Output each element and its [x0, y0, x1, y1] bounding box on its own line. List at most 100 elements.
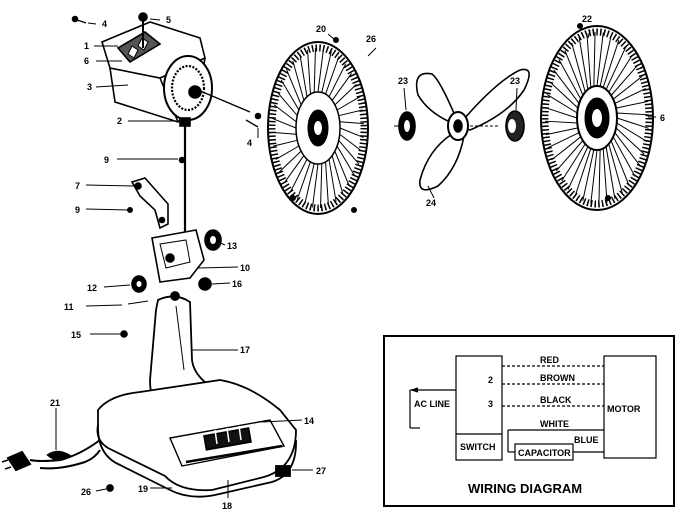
power-cord — [1, 408, 101, 472]
guard-spoke — [586, 33, 592, 88]
ac-line-label: AC LINE — [414, 399, 450, 409]
guard-spoke — [336, 145, 356, 177]
callout-23-spinner: 23 — [510, 76, 520, 86]
guard-spoke — [555, 140, 584, 172]
callout-13-washer: 13 — [227, 241, 237, 251]
callout-4-bolt: 4 — [247, 138, 252, 148]
guard-spoke — [598, 149, 601, 204]
callout-27-screw: 27 — [316, 466, 326, 476]
callout-11-washer: 11 — [64, 302, 74, 312]
callout-15-screw: 15 — [71, 330, 81, 340]
callout-3-housing: 3 — [87, 82, 92, 92]
callout-22-front-guard: 22 — [582, 14, 592, 24]
guard-spoke — [574, 148, 592, 197]
guard-spoke — [547, 132, 580, 149]
wiring-diagram: AC LINE 2 3 SWITCH MOTOR CAPACITOR RED B… — [383, 335, 675, 507]
guard-spoke — [328, 63, 347, 98]
guard-spoke — [545, 120, 578, 124]
blade-assembly — [394, 68, 530, 191]
guard-spoke — [325, 56, 340, 95]
rear-guard — [267, 37, 369, 215]
motor-housing — [71, 12, 262, 128]
guard-spoke — [608, 54, 633, 93]
callout-4-screw: 4 — [102, 19, 107, 29]
callout-2-neck: 2 — [117, 116, 122, 126]
guard-spoke — [279, 150, 302, 173]
guard-spoke — [339, 127, 364, 139]
guard-spoke — [286, 69, 302, 106]
callout-26-clip: 26 — [366, 34, 376, 44]
callout-7-tilt-arm: 7 — [75, 181, 80, 191]
guard-spoke — [307, 50, 311, 95]
guard-spoke — [331, 155, 344, 196]
guard-spoke — [299, 54, 308, 97]
guard-spoke — [304, 163, 315, 205]
callout-9-pin: 9 — [104, 155, 109, 165]
switch-position-2: 2 — [488, 375, 493, 385]
guard-spoke — [280, 79, 300, 111]
guard-spoke — [273, 139, 298, 147]
guard-spoke — [325, 161, 329, 206]
callout-5-knob: 5 — [166, 15, 171, 25]
wire-white-label: WHITE — [540, 419, 569, 429]
guard-spoke — [610, 140, 630, 186]
callout-19-base: 19 — [138, 484, 148, 494]
wire-brown-label: BROWN — [540, 373, 575, 383]
wire-red-label: RED — [540, 355, 560, 365]
guard-spoke — [545, 127, 579, 136]
callout-17-stand: 17 — [240, 345, 250, 355]
callout-1-switch: 1 — [84, 41, 89, 51]
guard-spoke — [567, 146, 589, 190]
guard-spoke — [605, 146, 616, 199]
guard-spoke — [549, 81, 579, 109]
guard-spoke — [320, 163, 323, 208]
guard-spoke — [331, 73, 352, 101]
guard-spoke — [284, 155, 305, 183]
guard-spoke — [296, 161, 311, 200]
guard-spoke — [339, 133, 363, 152]
callout-6-bracket: 6 — [84, 56, 89, 66]
leader-lines — [85, 18, 656, 498]
guard-spoke — [338, 109, 363, 117]
guard-spoke — [602, 39, 620, 88]
guard-spoke — [590, 149, 598, 204]
guard-spoke — [328, 159, 337, 202]
guard-spoke — [338, 139, 360, 165]
guard-spoke — [615, 127, 645, 155]
guard-spoke — [336, 96, 361, 111]
guard-spoke — [276, 91, 298, 117]
guard-spoke — [593, 32, 596, 87]
guard-spoke — [546, 94, 578, 114]
guard-spoke — [614, 87, 647, 104]
guard-spoke — [612, 136, 636, 177]
wire-black-label: BLACK — [540, 395, 572, 405]
guard-spoke — [272, 117, 297, 129]
motor-label: MOTOR — [607, 404, 641, 414]
guard-spoke — [596, 32, 604, 87]
switch-block — [455, 355, 503, 461]
guard-spoke — [321, 51, 332, 93]
guard-spoke — [616, 112, 649, 116]
callout-24-blade: 24 — [426, 198, 436, 208]
callout-25-nut: 23 — [398, 76, 408, 86]
guard-spoke — [610, 64, 639, 96]
guard-spoke — [292, 60, 305, 101]
callout-12-knob: 12 — [87, 283, 97, 293]
guard-spoke — [582, 149, 595, 201]
callout-18-trim: 18 — [222, 501, 232, 511]
callout-20-rear-guard: 20 — [316, 24, 326, 34]
callout-16-nut: 16 — [232, 279, 242, 289]
guard-spoke — [614, 132, 641, 167]
guard-spoke — [317, 48, 325, 93]
front-guard — [540, 23, 654, 211]
guard-spoke — [551, 136, 582, 161]
guard-spoke — [616, 122, 648, 142]
guard-spoke — [558, 59, 582, 100]
callout-6-clip: 6 — [660, 113, 665, 123]
guard-spoke — [289, 158, 308, 193]
guard-spoke — [275, 145, 300, 160]
guard-spoke — [334, 150, 350, 187]
guard-spoke — [561, 143, 586, 182]
guard-spoke — [571, 42, 586, 93]
